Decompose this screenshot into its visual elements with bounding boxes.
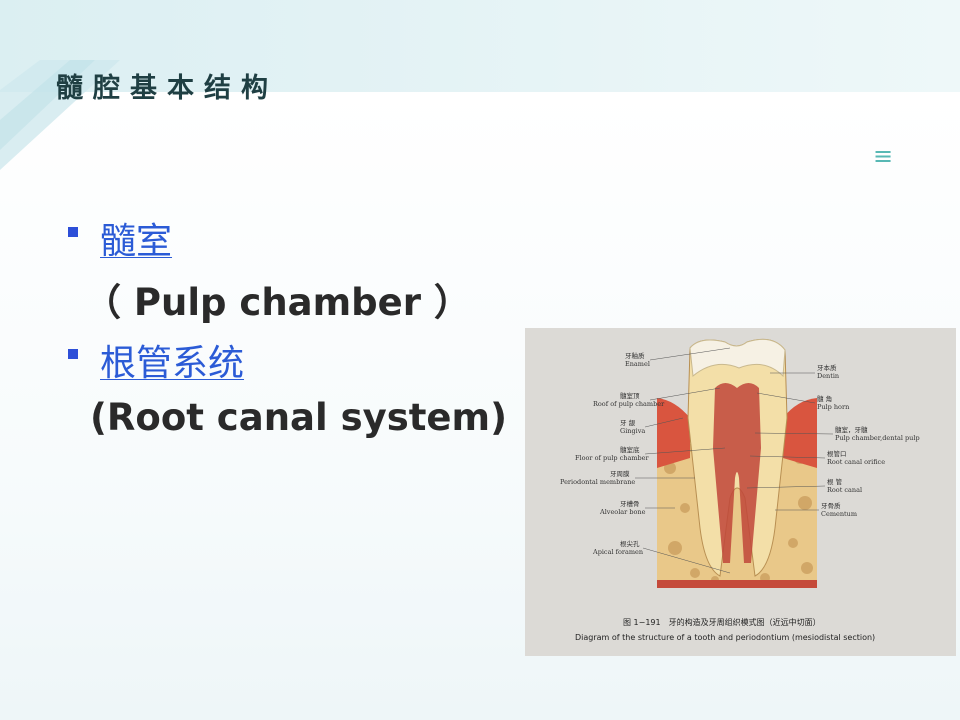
label-floor-pulp: 髓室底 xyxy=(620,445,640,454)
figure-caption-cn: 图 1−191 牙的构造及牙周组织模式图（近远中切面） xyxy=(623,617,821,627)
label-pulp-horn-en: Pulp horn xyxy=(817,403,849,411)
label-canal-orifice-en: Root canal orifice xyxy=(827,458,885,466)
label-canal-orifice: 根管口 xyxy=(827,449,847,458)
link-pulp-chamber[interactable]: 髓室 xyxy=(100,221,173,262)
label-root-canal: 根 管 xyxy=(827,477,843,486)
label-roof-pulp: 髓室顶 xyxy=(620,391,640,400)
corner-decoration xyxy=(0,60,120,170)
label-roof-pulp-en: Roof of pulp chamber xyxy=(593,400,665,408)
label-enamel: 牙釉质 xyxy=(625,351,645,360)
label-cementum: 牙骨质 xyxy=(821,501,841,510)
page-title: 髓腔基本结构 xyxy=(56,73,278,104)
label-apical-en: Apical foramen xyxy=(592,548,643,556)
link-root-canal-system[interactable]: 根管系统 xyxy=(100,343,245,384)
label-pulp-chamber-en: Pulp chamber,dental pulp xyxy=(835,434,920,442)
label-dentin-en: Dentin xyxy=(817,372,839,380)
label-cementum-en: Cementum xyxy=(821,510,857,518)
bullet-marker xyxy=(68,349,78,359)
label-enamel-en: Enamel xyxy=(625,360,650,368)
root-canal-english: (Root canal system) xyxy=(90,396,507,439)
label-dentin: 牙本质 xyxy=(817,363,837,372)
tooth-diagram: 牙釉质 Enamel 髓室顶 Roof of pulp chamber 牙 龈 … xyxy=(525,328,956,656)
label-pulp-horn: 髓 角 xyxy=(817,394,832,403)
label-apical: 根尖孔 xyxy=(620,539,640,548)
menu-lines-icon[interactable]: ≡ xyxy=(872,142,894,170)
label-root-canal-en: Root canal xyxy=(827,486,862,494)
header-band xyxy=(0,0,960,92)
label-gingiva: 牙 龈 xyxy=(620,418,636,427)
label-gingiva-en: Gingiva xyxy=(620,427,645,435)
label-alveolar: 牙槽骨 xyxy=(620,499,640,508)
label-alveolar-en: Alveolar bone xyxy=(599,508,646,516)
label-periodontal-en: Periodontal membrane xyxy=(560,478,635,486)
bullet-marker xyxy=(68,227,78,237)
figure-caption-en: Diagram of the structure of a tooth and … xyxy=(575,633,875,642)
label-periodontal: 牙周膜 xyxy=(610,469,630,478)
label-floor-pulp-en: Floor of pulp chamber xyxy=(575,454,650,462)
tooth-diagram-figure: 牙釉质 Enamel 髓室顶 Roof of pulp chamber 牙 龈 … xyxy=(525,328,956,656)
label-pulp-chamber: 髓室，牙髓 xyxy=(835,425,868,434)
pulp-chamber-english: （ Pulp chamber ） xyxy=(84,281,471,324)
